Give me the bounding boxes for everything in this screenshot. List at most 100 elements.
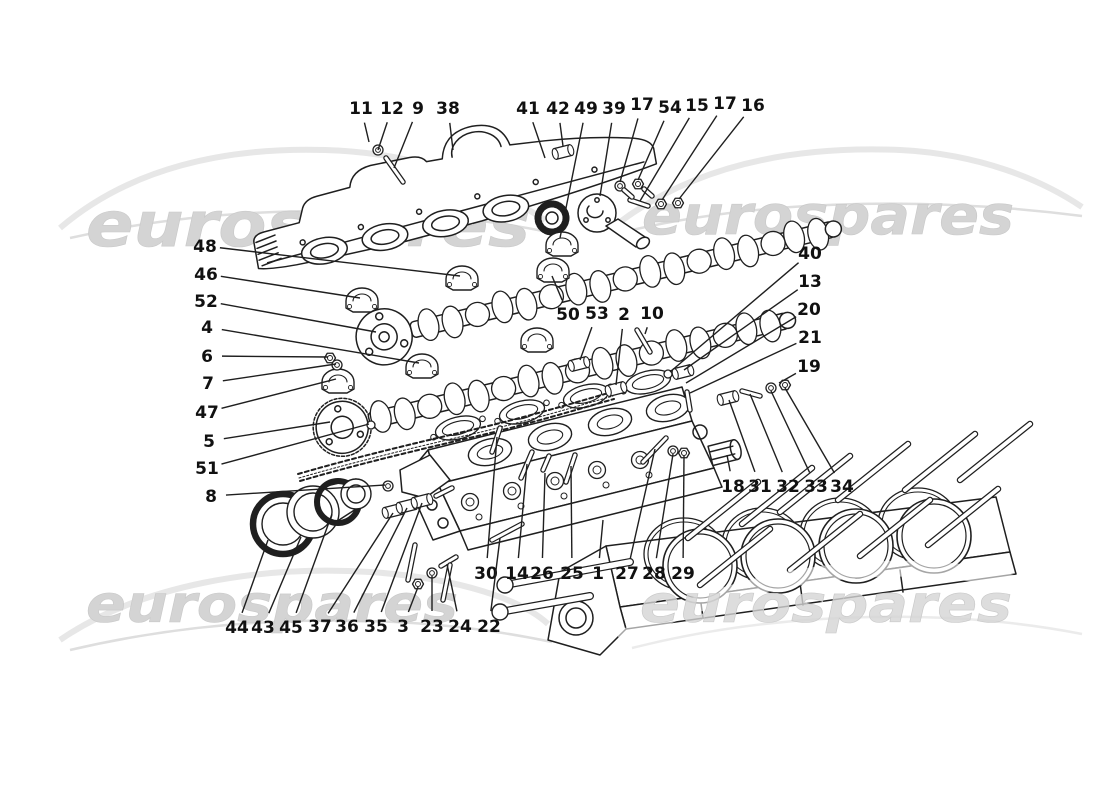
callout-line-30-37: [486, 436, 498, 559]
callout-line-52-15: [220, 303, 377, 333]
callout-label-31-33: 31: [748, 477, 772, 497]
callout-line-3-51: [407, 586, 419, 613]
callout-line-35-50: [380, 502, 423, 613]
callout-line-44-45: [241, 539, 269, 614]
callout-label-6-17: 6: [201, 347, 213, 367]
callout-label-48-13: 48: [193, 237, 217, 257]
callout-label-12-1: 12: [380, 99, 404, 119]
ball-plug: [366, 420, 376, 430]
car-silhouette-bottom-right: [616, 560, 1083, 650]
callout-label-7-18: 7: [202, 374, 214, 394]
stud-rod-fill: [685, 390, 692, 412]
valve-stem: [465, 497, 475, 507]
callout-label-46-14: 46: [194, 265, 218, 285]
callout-label-37-48: 37: [308, 617, 332, 637]
cam-lobe: [443, 382, 466, 416]
stud-rod-fill: [926, 487, 1000, 547]
callout-label-21-30: 21: [798, 328, 822, 348]
callout-label-41-4: 41: [516, 99, 540, 119]
callout-line-2-25: [615, 328, 624, 386]
valve-spring-seat: [545, 471, 565, 491]
cam-lobe: [639, 255, 662, 288]
callout-line-22-54: [490, 537, 501, 612]
callout-line-17-8: [619, 118, 639, 183]
cam-lobe: [417, 308, 440, 342]
callout-label-34-36: 34: [830, 477, 854, 497]
hex-nut: [654, 198, 668, 210]
watermark-text-bottom-left: eurospares: [86, 575, 458, 635]
timing-chain: [297, 391, 615, 482]
callout-label-15-10: 15: [685, 96, 709, 116]
cam-lobe: [393, 397, 416, 431]
stud-rod-fill: [635, 328, 652, 354]
stud-rod-fill: [740, 466, 814, 526]
stud-rod-fill: [788, 512, 862, 572]
callout-label-1-41: 1: [592, 564, 604, 584]
callout-label-30-37: 30: [474, 564, 498, 584]
head-bolt-hole: [560, 492, 568, 500]
coolant-plug: [707, 439, 742, 467]
callout-line-27-42: [629, 448, 656, 559]
callout-line-43-46: [268, 536, 302, 614]
cam-journal: [686, 248, 712, 274]
valve-spring-seat: [460, 492, 480, 512]
callout-line-18-32: [726, 454, 731, 472]
callout-label-19-31: 19: [797, 357, 821, 377]
callout-label-38-3: 38: [436, 99, 460, 119]
cam-lobe: [591, 346, 614, 380]
callout-label-3-51: 3: [397, 617, 409, 637]
stud-rod-fill: [384, 156, 405, 184]
stud-rod-fill: [502, 559, 633, 588]
callout-line-34-36: [784, 387, 836, 474]
callout-label-10-26: 10: [640, 304, 664, 324]
callout-label-5-20: 5: [203, 432, 215, 452]
bearing-cap: [445, 265, 479, 291]
callout-label-17-8: 17: [630, 95, 654, 115]
callout-line-39-7: [599, 122, 613, 197]
callout-line-12-1: [377, 122, 388, 151]
camshaft-upper: [355, 217, 843, 366]
cam-journal: [464, 301, 491, 328]
callout-label-11-0: 11: [349, 99, 373, 119]
watermark-text-bottom-right: eurospares: [640, 575, 1012, 635]
callout-label-16-12: 16: [741, 96, 765, 116]
callout-label-39-7: 39: [602, 99, 626, 119]
callout-line-1-41: [598, 519, 604, 559]
cam-journal: [760, 230, 786, 257]
callout-label-49-6: 49: [574, 99, 598, 119]
stud-rod-fill: [642, 187, 654, 198]
callout-line-17-11: [661, 115, 718, 201]
callout-line-49-6: [559, 122, 584, 239]
callout-label-42-5: 42: [546, 99, 570, 119]
bearing-cap: [545, 231, 579, 257]
engine-artwork: [249, 124, 1034, 656]
cam-cover: [253, 124, 658, 270]
callout-line-6-17: [221, 355, 329, 358]
callout-label-53-24: 53: [585, 304, 609, 324]
cam-lobe: [517, 364, 540, 398]
callout-label-2-25: 2: [618, 305, 630, 325]
cam-lobe: [737, 234, 760, 268]
car-silhouette-top-right: [618, 146, 1084, 232]
callout-label-47-19: 47: [195, 403, 219, 423]
gasket-ring: [494, 399, 550, 425]
cam-lobe: [615, 344, 638, 377]
callout-label-27-42: 27: [615, 564, 639, 584]
callout-label-36-49: 36: [335, 617, 359, 637]
callout-line-53-24: [579, 326, 593, 361]
chain-cover-flange: [577, 193, 651, 250]
callout-line-47-19: [221, 378, 337, 409]
callout-line-14-38: [517, 463, 528, 559]
callout-line-13-28: [683, 289, 799, 371]
callout-label-45-47: 45: [279, 618, 303, 638]
cylinder-head: [399, 386, 742, 551]
callout-label-18-32: 18: [721, 477, 745, 497]
callout-line-15-10: [639, 117, 690, 202]
bushing: [670, 363, 696, 381]
stud-rod-fill: [778, 454, 852, 514]
cam-lobe: [515, 287, 538, 321]
callout-line-36-49: [353, 507, 408, 613]
callout-label-52-15: 52: [194, 292, 218, 312]
rod-head: [496, 576, 514, 594]
